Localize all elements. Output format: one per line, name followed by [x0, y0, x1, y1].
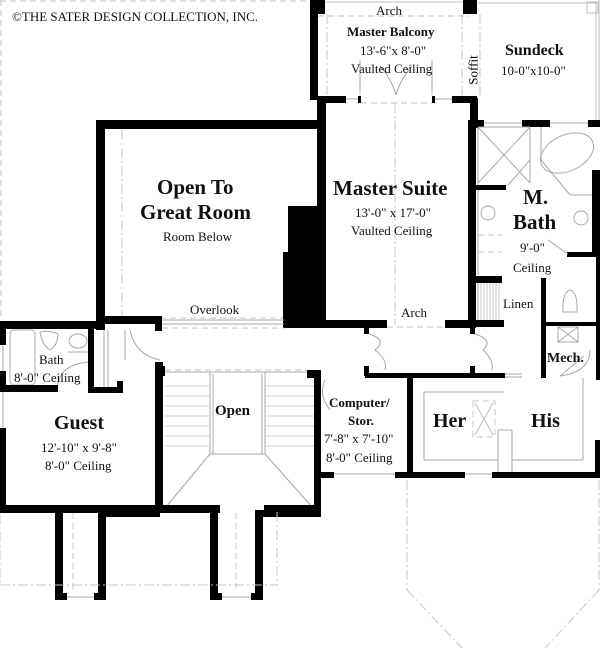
guest-bath-outline — [0, 321, 163, 513]
master-suite-outline — [317, 98, 476, 328]
master-balcony-arch-label: Arch — [376, 3, 402, 18]
guest-name: Guest — [54, 412, 104, 434]
master-balcony-name: Master Balcony — [347, 24, 435, 39]
guest-size: 12'-10" x 9'-8" — [41, 440, 117, 455]
open-to-great-room-line1: Open To — [157, 175, 234, 199]
open-to-great-room-outline — [96, 120, 322, 331]
master-suite-size: 13'-0" x 17'-0" — [355, 205, 431, 220]
open-stair-label: Open — [215, 403, 251, 419]
page-border — [0, 0, 312, 320]
bath-name: Bath — [39, 352, 64, 367]
bath-ceiling: 8'-0" Ceiling — [14, 370, 81, 385]
master-bath-ceiling-height: 9'-0" — [520, 240, 545, 255]
master-suite-name: Master Suite — [333, 176, 448, 200]
mech-room-outline — [557, 326, 591, 377]
his-closet-label: His — [531, 410, 560, 432]
linen-label: Linen — [503, 296, 534, 311]
copyright-notice: ©THE SATER DESIGN COLLECTION, INC. — [12, 9, 259, 24]
sundeck-outline — [470, 0, 600, 128]
master-balcony-size: 13'-6"x 8'-0" — [360, 43, 427, 58]
computer-storage-ceiling: 8'-0" Ceiling — [326, 450, 393, 465]
soffit-label: Soffit — [465, 55, 481, 85]
computer-storage-line1: Computer/ — [329, 395, 390, 410]
master-suite-ceiling: Vaulted Ceiling — [351, 223, 433, 238]
master-bath-outline — [474, 126, 600, 380]
computer-storage-outline — [316, 378, 465, 478]
guest-ceiling: 8'-0" Ceiling — [45, 458, 112, 473]
sundeck-name: Sundeck — [505, 42, 564, 59]
computer-storage-line2: Stor. — [348, 413, 374, 428]
master-balcony-ceiling: Vaulted Ceiling — [351, 61, 433, 76]
computer-storage-size: 7'-8" x 7'-10" — [324, 431, 394, 446]
master-bath-line1: M. — [523, 185, 549, 209]
her-closet-label: Her — [433, 410, 467, 432]
porch-outline — [0, 480, 600, 648]
master-bath-line2: Bath — [513, 210, 557, 234]
sundeck-size: 10-0"x10-0" — [501, 63, 566, 78]
master-suite-arch-label: Arch — [401, 305, 427, 320]
open-to-great-room-line2: Great Room — [140, 200, 251, 224]
mech-label: Mech. — [547, 351, 584, 366]
stair-outline — [159, 366, 321, 513]
room-below-label: Room Below — [163, 229, 232, 244]
master-balcony-outline — [310, 0, 477, 104]
closet-outline — [423, 378, 600, 478]
hall-outline — [124, 328, 522, 378]
master-bath-ceiling-label: Ceiling — [513, 260, 552, 275]
overlook-label: Overlook — [190, 302, 240, 317]
